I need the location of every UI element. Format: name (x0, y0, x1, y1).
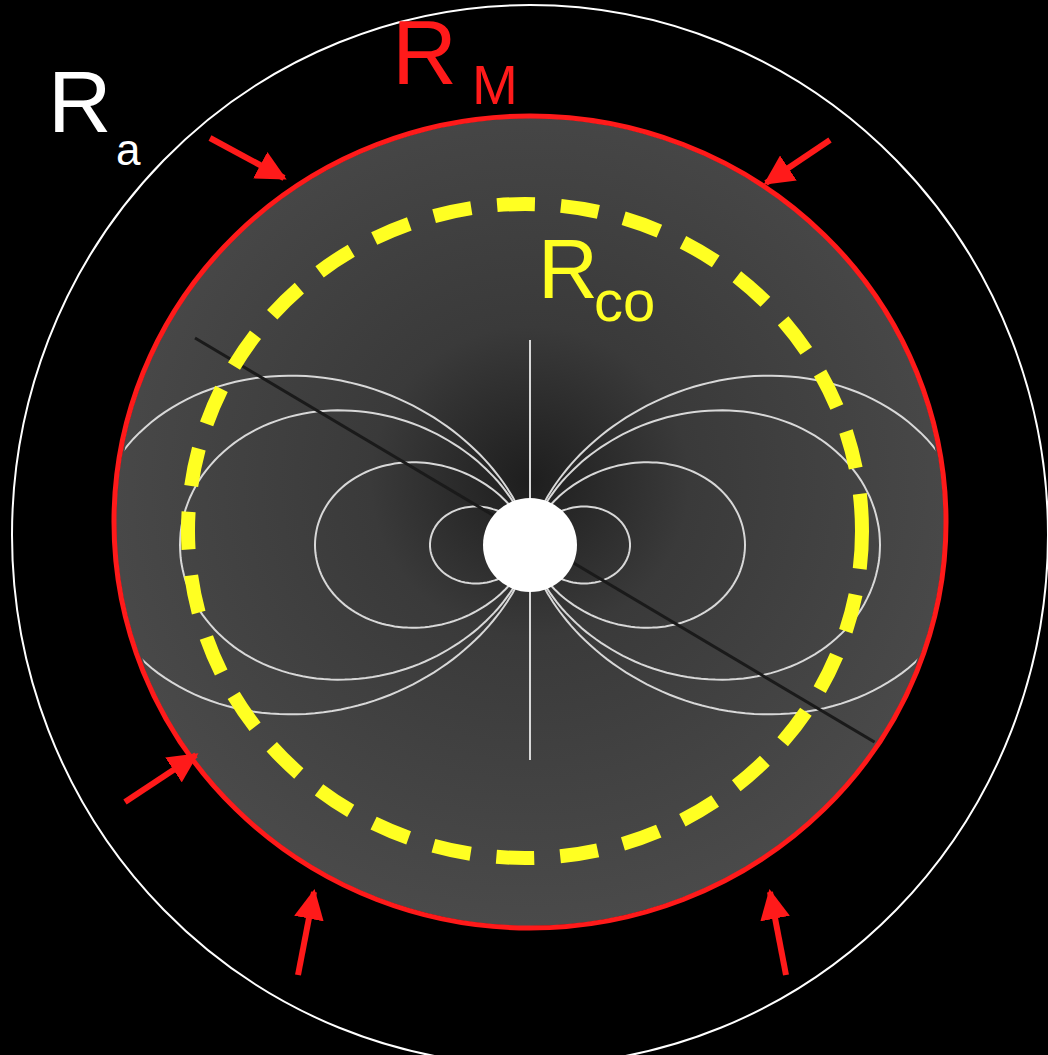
radius-subscript: co (594, 272, 655, 330)
field-line (180, 410, 530, 679)
field-line (530, 376, 970, 715)
accretion-radius-circle (12, 5, 1048, 1055)
corotation-radius-circle (188, 204, 862, 858)
radius-subscript: a (116, 128, 140, 172)
radius-subscript: M (472, 58, 518, 113)
magnetosphere-fill (116, 118, 944, 926)
disk-plane-line (195, 338, 935, 778)
pressure-arrows (125, 138, 830, 975)
radius-symbol: R (48, 58, 112, 146)
neutron-star (483, 498, 577, 592)
radius-symbol: R (538, 228, 598, 311)
magnetospheric-radius-circle (114, 116, 946, 928)
radius-symbol: R (392, 8, 457, 98)
field-line (90, 376, 530, 715)
field-line (530, 410, 880, 679)
